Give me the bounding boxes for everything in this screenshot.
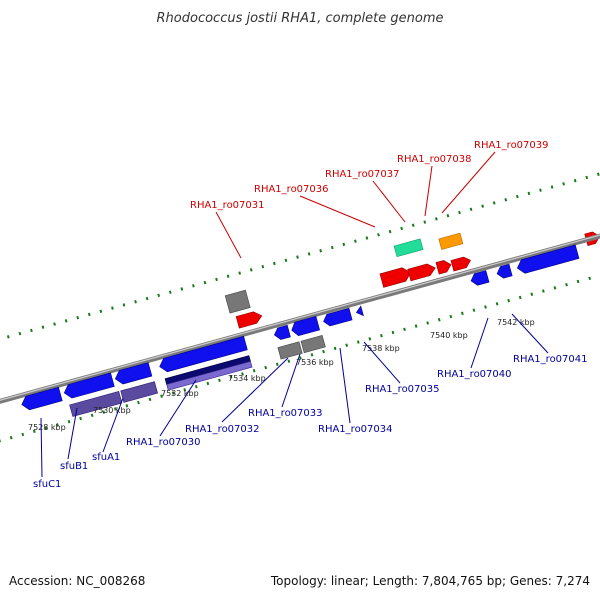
gene-feature[interactable] [224,289,251,314]
gene-feature[interactable] [290,315,321,337]
gene-feature[interactable] [120,381,158,403]
gene-feature[interactable] [158,335,248,373]
gene-feature[interactable] [62,372,115,400]
gene-feature[interactable] [235,310,263,329]
gene-feature[interactable] [113,362,153,386]
reverse-gene-leader-line [102,397,124,453]
reverse-gene-label[interactable]: sfuC1 [33,479,61,490]
reverse-gene-leader-line [363,341,401,384]
reverse-gene-label[interactable]: RHA1_ro07041 [513,354,588,365]
scale-tick-label: 7536 kbp [296,358,334,367]
gene-feature[interactable] [322,307,353,327]
reverse-gene-label[interactable]: RHA1_ro07033 [248,408,323,419]
genome-backbone-highlight [0,220,600,413]
gene-feature[interactable] [407,262,437,282]
reverse-gene-leader-line [221,357,289,423]
gene-feature[interactable] [355,305,364,317]
reverse-gene-leader-line [281,353,301,408]
gene-feature[interactable] [277,341,303,360]
forward-gene-label[interactable]: RHA1_ro07036 [254,184,329,195]
reverse-gene-leader-line [470,317,489,369]
forward-gene-leader-line [424,165,433,217]
reverse-gene-leader-line [339,347,351,424]
forward-gene-leader-line [299,195,376,228]
reverse-gene-label[interactable]: RHA1_ro07040 [437,369,512,380]
forward-gene-label[interactable]: RHA1_ro07031 [190,200,265,211]
forward-gene-leader-line [441,151,496,214]
reverse-gene-leader-line [511,313,549,354]
gene-feature[interactable] [496,263,513,279]
gene-feature[interactable] [438,232,464,250]
gene-feature[interactable] [166,360,253,391]
forward-gene-label[interactable]: RHA1_ro07039 [474,140,549,151]
genome-summary-text: Topology: linear; Length: 7,804,765 bp; … [270,574,590,588]
gene-feature[interactable] [469,270,490,287]
reverse-gene-label[interactable]: RHA1_ro07034 [318,424,393,435]
scale-tick-label: 7534 kbp [228,374,266,383]
label-leader-lines [40,151,549,478]
gene-feature[interactable] [379,266,413,288]
accession-text: Accession: NC_008268 [9,574,145,588]
forward-gene-label[interactable]: RHA1_ro07038 [397,154,472,165]
genome-backbone [0,219,600,416]
reverse-gene-label[interactable]: RHA1_ro07035 [365,384,440,395]
gene-feature[interactable] [20,386,63,411]
gene-labels: RHA1_ro07031RHA1_ro07036RHA1_ro07037RHA1… [33,140,588,490]
forward-strand-features [224,231,600,329]
reverse-gene-label[interactable]: RHA1_ro07030 [126,437,201,448]
scale-tick-label: 7540 kbp [430,331,468,340]
reverse-gene-label[interactable]: sfuB1 [60,461,88,472]
gene-feature[interactable] [435,259,453,275]
gene-feature[interactable] [69,391,123,417]
chart-title: Rhodococcus jostii RHA1, complete genome [157,11,444,26]
reverse-strand-features [20,244,580,417]
scale-tick-label: 7532 kbp [161,389,199,398]
reverse-gene-leader-line [40,417,43,478]
reverse-gene-label[interactable]: sfuA1 [92,452,120,463]
gene-feature[interactable] [300,335,326,354]
gene-feature[interactable] [393,238,424,258]
reverse-gene-label[interactable]: RHA1_ro07032 [185,424,260,435]
scale-tick-label: 7528 kbp [28,423,66,432]
scale-tick-label: 7530 kbp [93,406,131,415]
reverse-gene-leader-line [159,379,197,437]
genome-track [0,167,600,446]
scale-tick-label: 7538 kbp [362,344,400,353]
gene-feature[interactable] [273,324,291,341]
forward-gene-label[interactable]: RHA1_ro07037 [325,169,400,180]
forward-gene-leader-line [215,211,242,259]
forward-gene-leader-line [372,180,406,223]
gene-feature[interactable] [515,244,580,275]
gene-feature[interactable] [450,255,472,272]
scale-tick-label: 7542 kbp [497,318,535,327]
reverse-gene-leader-line [67,407,78,460]
scale-tick-labels: 7528 kbp 7530 kbp 7532 kbp 7534 kbp 7536 kbp… [28,318,535,432]
